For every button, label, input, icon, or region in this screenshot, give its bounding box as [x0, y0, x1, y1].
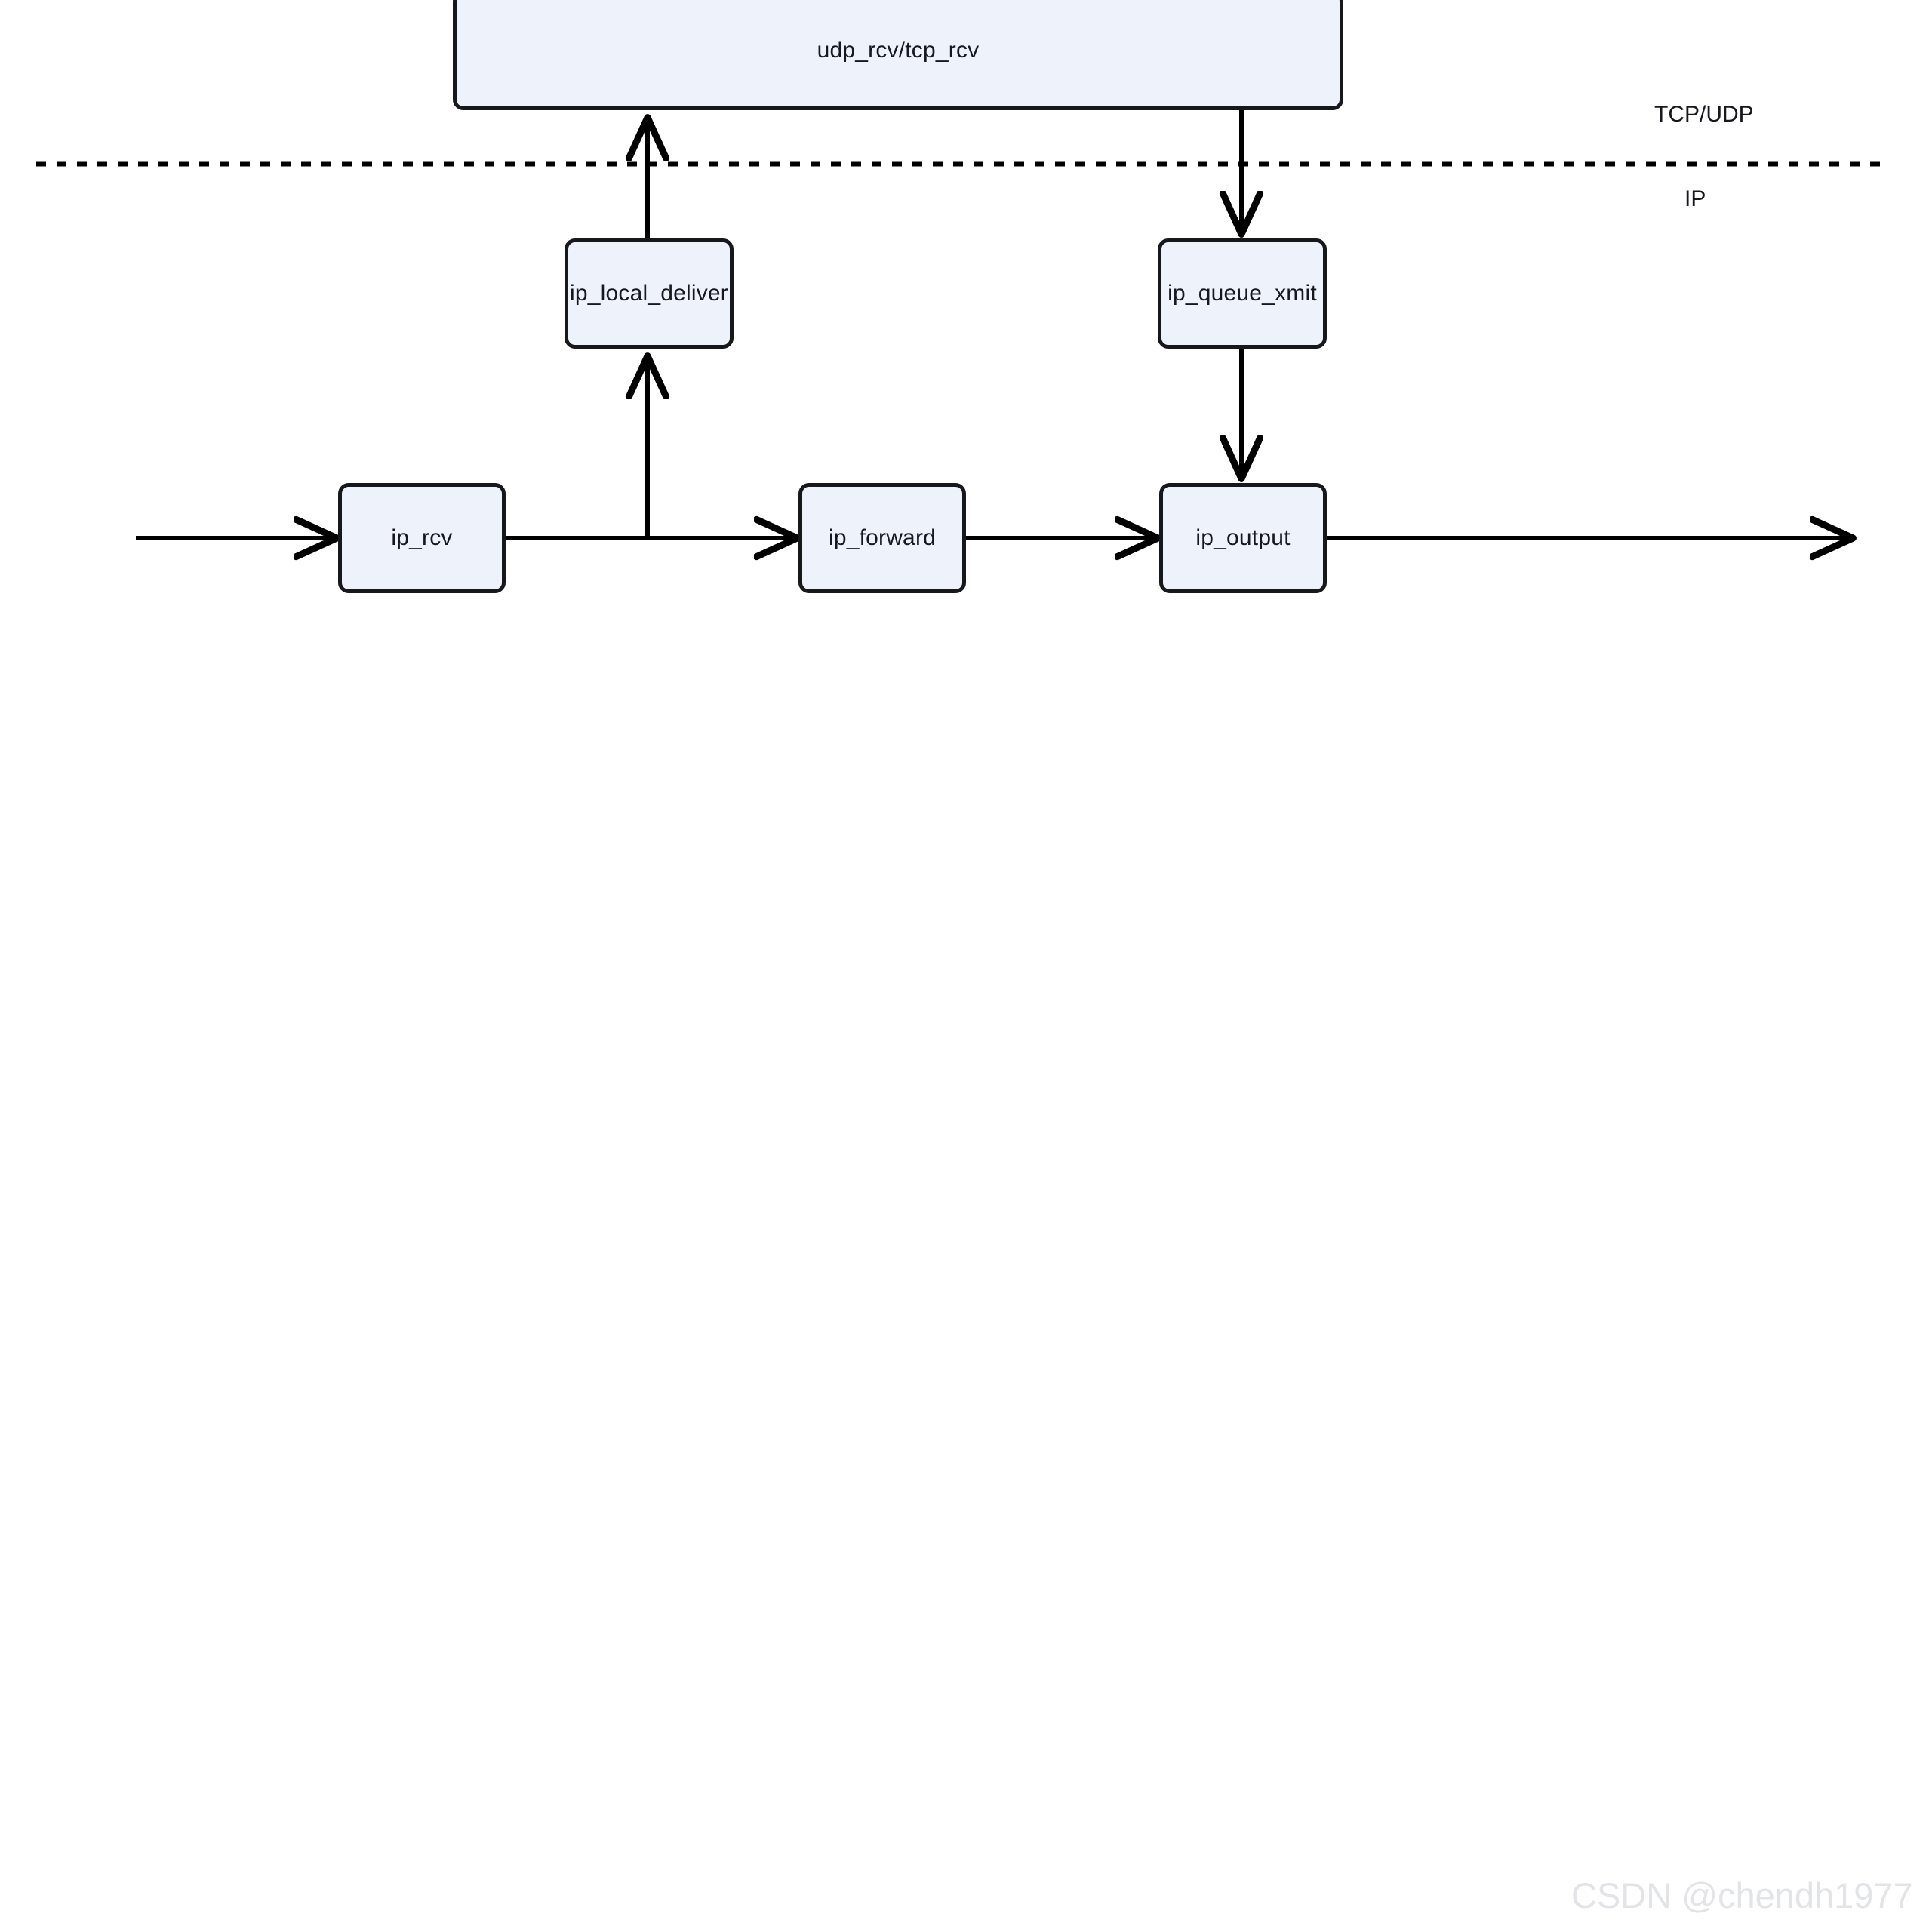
watermark-text: CSDN @chendh1977 [1571, 1875, 1913, 1915]
node-label: ip_local_deliver [570, 281, 728, 306]
node-udp-rcv-tcp-rcv[interactable]: udp_rcv/tcp_rcv [453, 0, 1343, 110]
node-label: udp_rcv/tcp_rcv [817, 38, 980, 63]
node-label: ip_rcv [391, 525, 453, 550]
node-ip-rcv[interactable]: ip_rcv [338, 483, 506, 593]
node-ip-queue-xmit[interactable]: ip_queue_xmit [1158, 238, 1327, 349]
node-ip-output[interactable]: ip_output [1159, 483, 1327, 593]
layer-label-tcp-udp: TCP/UDP [1654, 102, 1754, 127]
node-label: ip_output [1195, 525, 1291, 550]
node-label: ip_queue_xmit [1168, 281, 1317, 306]
node-ip-local-deliver[interactable]: ip_local_deliver [565, 238, 734, 349]
layer-label-ip: IP [1684, 186, 1706, 211]
node-label: ip_forward [828, 525, 937, 550]
node-ip-forward[interactable]: ip_forward [798, 483, 966, 593]
